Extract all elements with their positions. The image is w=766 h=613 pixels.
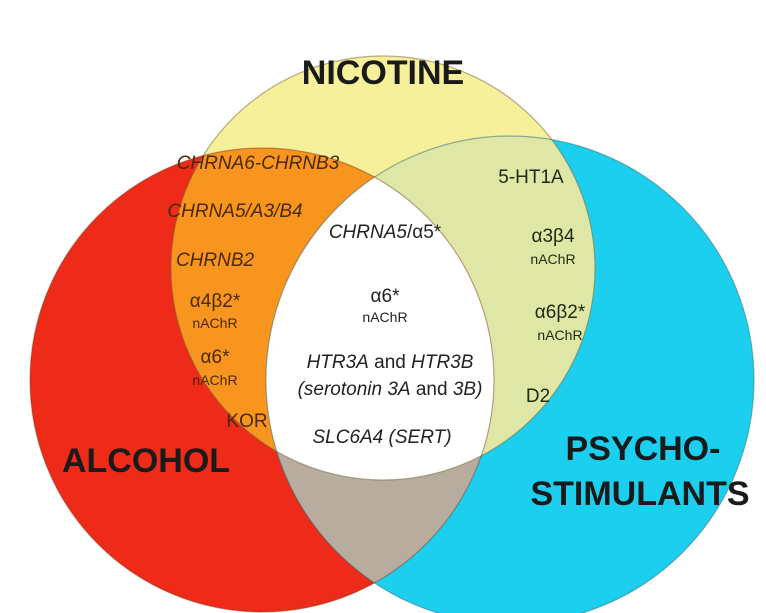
label-kor: KOR (226, 411, 267, 432)
label-a3b4: α3β4 (531, 226, 574, 247)
label-a6-left-nachr: nAChR (192, 372, 237, 388)
psycho-title-line1: PSYCHO- (566, 430, 721, 468)
label-chrna5-a5: CHRNA5/α5* (329, 222, 442, 243)
label-a6b2-nachr: nAChR (537, 327, 582, 343)
label-slc6a4: SLC6A4 (SERT) (312, 427, 451, 448)
triple-overlap (266, 148, 494, 480)
label-a4b2: α4β2* (190, 291, 241, 312)
label-a3b4-nachr: nAChR (530, 251, 575, 267)
psycho-outline (265, 135, 755, 613)
label-chrna6-chrnb3: CHRNA6-CHRNB3 (177, 153, 340, 174)
label-a6-center-nachr: nAChR (362, 309, 407, 325)
label-chrnb2: CHRNB2 (176, 250, 255, 271)
label-a6-left: α6* (201, 347, 231, 368)
label-5ht1a: 5-HT1A (498, 167, 564, 188)
alcohol-outline (29, 147, 495, 613)
label-chrna5-a3-b4: CHRNA5/A3/B4 (167, 201, 302, 222)
label-a4b2-nachr: nAChR (192, 315, 237, 331)
nicotine-title: NICOTINE (302, 54, 464, 92)
label-htr3a-htr3b: HTR3A and HTR3B (307, 352, 474, 373)
label-d2: D2 (526, 386, 550, 407)
label-serotonin: (serotonin 3A and 3B) (298, 379, 483, 400)
label-a6b2: α6β2* (535, 302, 586, 323)
label-a6-center: α6* (371, 286, 401, 307)
nicotine-outline (170, 55, 596, 481)
psycho-title-line2: STIMULANTS (530, 475, 749, 513)
alcohol-title: ALCOHOL (62, 442, 230, 480)
